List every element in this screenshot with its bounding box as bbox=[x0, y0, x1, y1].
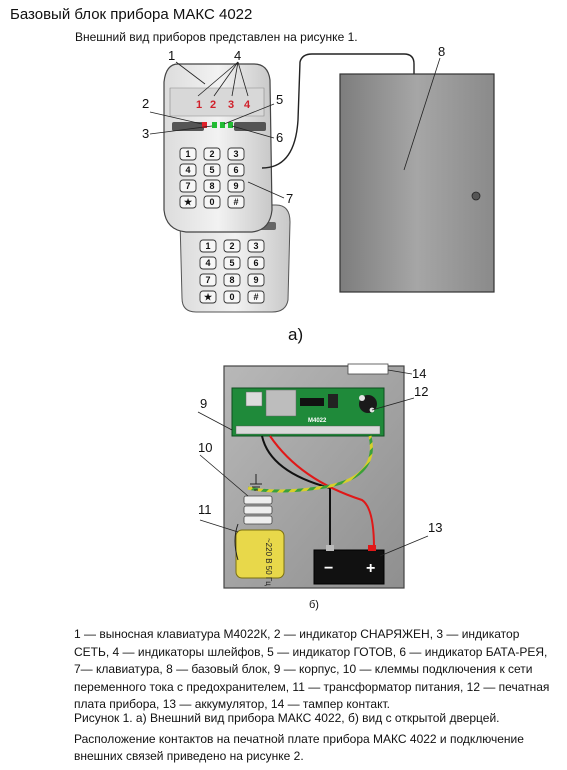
intro-text: Внешний вид приборов представлен на рису… bbox=[75, 30, 358, 44]
callout-8: 8 bbox=[438, 44, 445, 59]
main-keypad-key-label: 8 bbox=[209, 181, 214, 191]
wire-red bbox=[269, 435, 375, 549]
main-keypad-key-label: 3 bbox=[233, 149, 238, 159]
back-keypad-key-label: 5 bbox=[229, 258, 234, 268]
main-keypad-key bbox=[203, 195, 221, 209]
mains-terminals bbox=[243, 495, 273, 525]
main-keypad-key bbox=[227, 163, 245, 177]
led-battery-indicator bbox=[228, 122, 233, 128]
main-keypad-key bbox=[227, 195, 245, 209]
callout-5: 5 bbox=[276, 92, 283, 107]
callout-9: 9 bbox=[200, 396, 207, 411]
ground-symbol bbox=[250, 474, 262, 491]
back-keypad-key bbox=[247, 239, 265, 253]
led-armed-indicator bbox=[202, 122, 207, 128]
back-keypad-key-label: 1 bbox=[205, 241, 210, 251]
main-keypad-key bbox=[179, 179, 197, 193]
pcb-label: M4022 bbox=[308, 418, 327, 424]
back-keypad-key bbox=[199, 256, 217, 270]
back-keypad-key bbox=[247, 256, 265, 270]
figure-a-label: а) bbox=[288, 325, 303, 344]
main-keypad-key-label: 7 bbox=[185, 181, 190, 191]
main-keypad-key-label: 2 bbox=[209, 149, 214, 159]
keypad-cable bbox=[261, 53, 415, 169]
transformer-label: ~220 В 50 Гц bbox=[264, 538, 273, 586]
main-keypad-key bbox=[179, 163, 197, 177]
main-keypad-key bbox=[203, 147, 221, 161]
battery-minus: − bbox=[324, 560, 333, 577]
figure-b: M4022 ~220 В 50 Гц − bbox=[197, 363, 442, 611]
led-network-indicator bbox=[212, 122, 217, 128]
main-keypad-key-label: 4 bbox=[185, 165, 190, 175]
main-keypad-key-label: ★ bbox=[184, 197, 193, 207]
callout-1: 1 bbox=[168, 48, 175, 63]
main-keypad-key-label: 6 bbox=[233, 165, 238, 175]
figure-legend: 1 — выносная клавиатура М4022К, 2 — инди… bbox=[74, 627, 550, 711]
main-keypad-key-label: 0 bbox=[209, 197, 214, 207]
main-keypad-key bbox=[203, 163, 221, 177]
callout-12: 12 bbox=[414, 384, 428, 399]
main-keypad-key bbox=[179, 147, 197, 161]
led-number-1: 1 bbox=[196, 99, 202, 111]
led-number-3: 3 bbox=[228, 99, 234, 111]
back-keypad-key-label: 9 bbox=[253, 275, 258, 285]
battery-plus: + bbox=[366, 560, 375, 577]
main-keypad-key-label: 9 bbox=[233, 181, 238, 191]
back-keypad-key-label: 7 bbox=[205, 275, 210, 285]
back-keypad-key-label: 3 bbox=[253, 241, 258, 251]
tamper-contact bbox=[347, 363, 389, 375]
led-ready-indicator bbox=[220, 122, 225, 128]
callout-13: 13 bbox=[428, 520, 442, 535]
back-keypad-key-label: 2 bbox=[229, 241, 234, 251]
connection-note: Расположение контактов на печатной плате… bbox=[74, 732, 524, 763]
figure-caption: Рисунок 1. а) Внешний вид прибора МАКС 4… bbox=[74, 711, 500, 725]
back-keypad-key bbox=[223, 273, 241, 287]
callout-11: 11 bbox=[198, 502, 212, 517]
back-keypad-key-label: 0 bbox=[229, 292, 234, 302]
callout-14: 14 bbox=[412, 366, 426, 381]
callout-7: 7 bbox=[286, 191, 293, 206]
page-title: Базовый блок прибора МАКС 4022 bbox=[10, 6, 253, 23]
battery: − + bbox=[313, 545, 385, 585]
base-block-lock bbox=[471, 191, 481, 201]
led-number-2: 2 bbox=[210, 99, 216, 111]
back-keypad-key bbox=[199, 239, 217, 253]
main-keypad-key-label: # bbox=[233, 197, 238, 207]
main-keypad-key bbox=[227, 147, 245, 161]
back-keypad-key-label: 6 bbox=[253, 258, 258, 268]
back-keypad-key-label: 4 bbox=[205, 258, 210, 268]
back-keypad-key bbox=[223, 239, 241, 253]
back-keypad-key-label: # bbox=[253, 292, 258, 302]
callout-2: 2 bbox=[142, 96, 149, 111]
back-keypad-key bbox=[247, 273, 265, 287]
back-keypad-key-label: ★ bbox=[204, 292, 213, 302]
led-number-4: 4 bbox=[244, 99, 251, 111]
main-keypad-key-label: 5 bbox=[209, 165, 214, 175]
callout-6: 6 bbox=[276, 130, 283, 145]
main-keypad-key bbox=[203, 179, 221, 193]
figure-b-label: б) bbox=[309, 599, 319, 611]
back-keypad-key bbox=[223, 290, 241, 304]
callout-4: 4 bbox=[234, 48, 241, 63]
back-keypad-key bbox=[199, 273, 217, 287]
pcb: M4022 bbox=[231, 387, 385, 437]
callout-10: 10 bbox=[198, 440, 212, 455]
main-keypad-key bbox=[179, 195, 197, 209]
back-keypad-key bbox=[223, 256, 241, 270]
main-keypad-key bbox=[227, 179, 245, 193]
back-keypad-key-label: 8 bbox=[229, 275, 234, 285]
back-keypad-key bbox=[247, 290, 265, 304]
main-keypad-key-label: 1 bbox=[185, 149, 190, 159]
transformer: ~220 В 50 Гц bbox=[235, 529, 285, 586]
wire-ground bbox=[247, 435, 373, 493]
callout-3: 3 bbox=[142, 126, 149, 141]
base-block bbox=[339, 73, 495, 293]
back-keypad-key bbox=[199, 290, 217, 304]
